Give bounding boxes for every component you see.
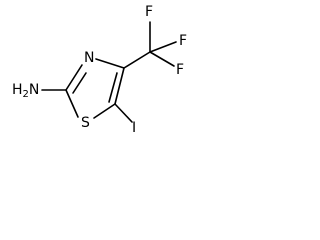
bond-c4-c5 bbox=[114, 67, 125, 105]
bond-c2-n3-double bbox=[72, 72, 87, 94]
bond-c5-i bbox=[114, 103, 133, 123]
bond-c-f-bottom bbox=[149, 51, 175, 67]
bond-c2-n3 bbox=[65, 64, 83, 91]
bond-c4-c5-double bbox=[108, 72, 118, 103]
bond-c4-cf3 bbox=[123, 51, 151, 69]
bond-s1-c2 bbox=[65, 89, 79, 118]
amine-label: H2N bbox=[12, 82, 39, 100]
bond-c5-s1 bbox=[93, 103, 116, 119]
amine-h: H bbox=[12, 82, 23, 98]
fluorine-right-label: F bbox=[179, 33, 187, 49]
molecule-structure: H2N N S I F F F bbox=[12, 4, 187, 136]
fluorine-top-label: F bbox=[145, 4, 153, 20]
bond-c-f-right bbox=[149, 41, 177, 53]
ring-sulfur-label: S bbox=[81, 115, 90, 131]
fluorine-bottom-label: F bbox=[176, 62, 184, 78]
bond-n3-c4 bbox=[95, 58, 125, 69]
amine-n: N bbox=[29, 82, 39, 98]
amine-subscript: 2 bbox=[23, 89, 29, 100]
ring-nitrogen-label: N bbox=[84, 50, 94, 66]
iodine-label: I bbox=[132, 120, 136, 136]
